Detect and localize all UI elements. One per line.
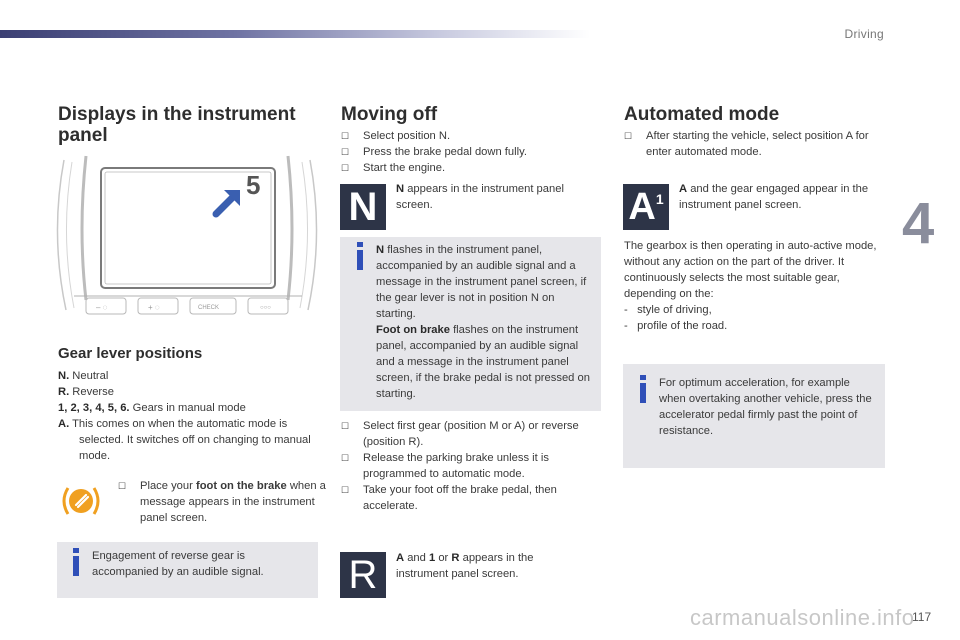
info-box-acceleration — [623, 364, 885, 468]
n-appears-text: N appears in the instrument panel screen… — [396, 183, 564, 211]
brake-foot-icon — [62, 487, 100, 515]
watermark: carmanualsonline.info — [690, 605, 915, 630]
header-gradient-bar — [0, 30, 590, 38]
list-item: - profile of the road. — [624, 320, 728, 332]
section-title-gear-lever: Gear lever positions — [58, 345, 203, 362]
step-item: ☐Select first gear (position M or A) or … — [341, 420, 579, 448]
neutral-display-icon: N — [340, 184, 386, 230]
list-item: - style of driving, — [624, 304, 712, 316]
section-title-moving-off: Moving off — [341, 104, 438, 125]
r-appears-text: A and 1 or R appears in the instrument p… — [396, 552, 534, 580]
step-item: ☐Release the parking brake unless it is … — [341, 452, 549, 480]
step-item: ☐After starting the vehicle, select posi… — [624, 130, 869, 158]
foot-on-brake-step: ☐Place your foot on the brake when a mes… — [118, 480, 326, 524]
section-title-automated-mode: Automated mode — [624, 104, 780, 125]
gear-arrow-icon — [212, 190, 240, 218]
gear-row: N. Neutral — [58, 370, 109, 382]
info-icon — [73, 548, 79, 576]
display-gear-digit: 5 — [246, 170, 260, 200]
gear-row: R. Reverse — [58, 386, 114, 398]
step-item: ☐Start the engine. — [341, 162, 446, 174]
section-title-displays: Displays in the instrument panel — [58, 104, 296, 146]
step-item: ☐Take your foot off the brake pedal, the… — [341, 484, 557, 512]
auto-active-paragraph: The gearbox is then operating in auto-ac… — [624, 240, 877, 300]
gear-row: A. This comes on when the automatic mode… — [58, 418, 311, 462]
step-item: ☐Press the brake pedal down fully. — [341, 146, 527, 158]
info-text-n-flashes: N flashes in the instrument panel, accom… — [376, 244, 590, 400]
svg-text:○○○: ○○○ — [260, 305, 271, 311]
dashboard-check-label: CHECK — [198, 305, 219, 311]
svg-text:+ ◌: + ◌ — [148, 303, 160, 312]
chapter-title: Driving — [844, 27, 884, 41]
a-appears-text: A and the gear engaged appear in the ins… — [679, 183, 869, 211]
chapter-number: 4 — [902, 191, 935, 256]
info-text-reverse: Engagement of reverse gear is accompanie… — [92, 550, 264, 578]
page-number: 117 — [912, 610, 932, 624]
info-box-reverse — [57, 542, 318, 598]
info-icon — [357, 242, 363, 270]
info-box-n-flashes — [340, 237, 601, 411]
info-icon — [640, 375, 646, 403]
reverse-display-icon: R — [340, 552, 386, 598]
step-item: ☐Select position N. — [341, 130, 451, 142]
instrument-panel-illustration: 5 – ◌ + ◌ CHECK ○○○ — [56, 155, 318, 315]
gear-row: 1, 2, 3, 4, 5, 6. Gears in manual mode — [58, 402, 246, 414]
info-text-acceleration: For optimum acceleration, for example wh… — [659, 377, 872, 437]
svg-text:– ◌: – ◌ — [96, 303, 108, 312]
